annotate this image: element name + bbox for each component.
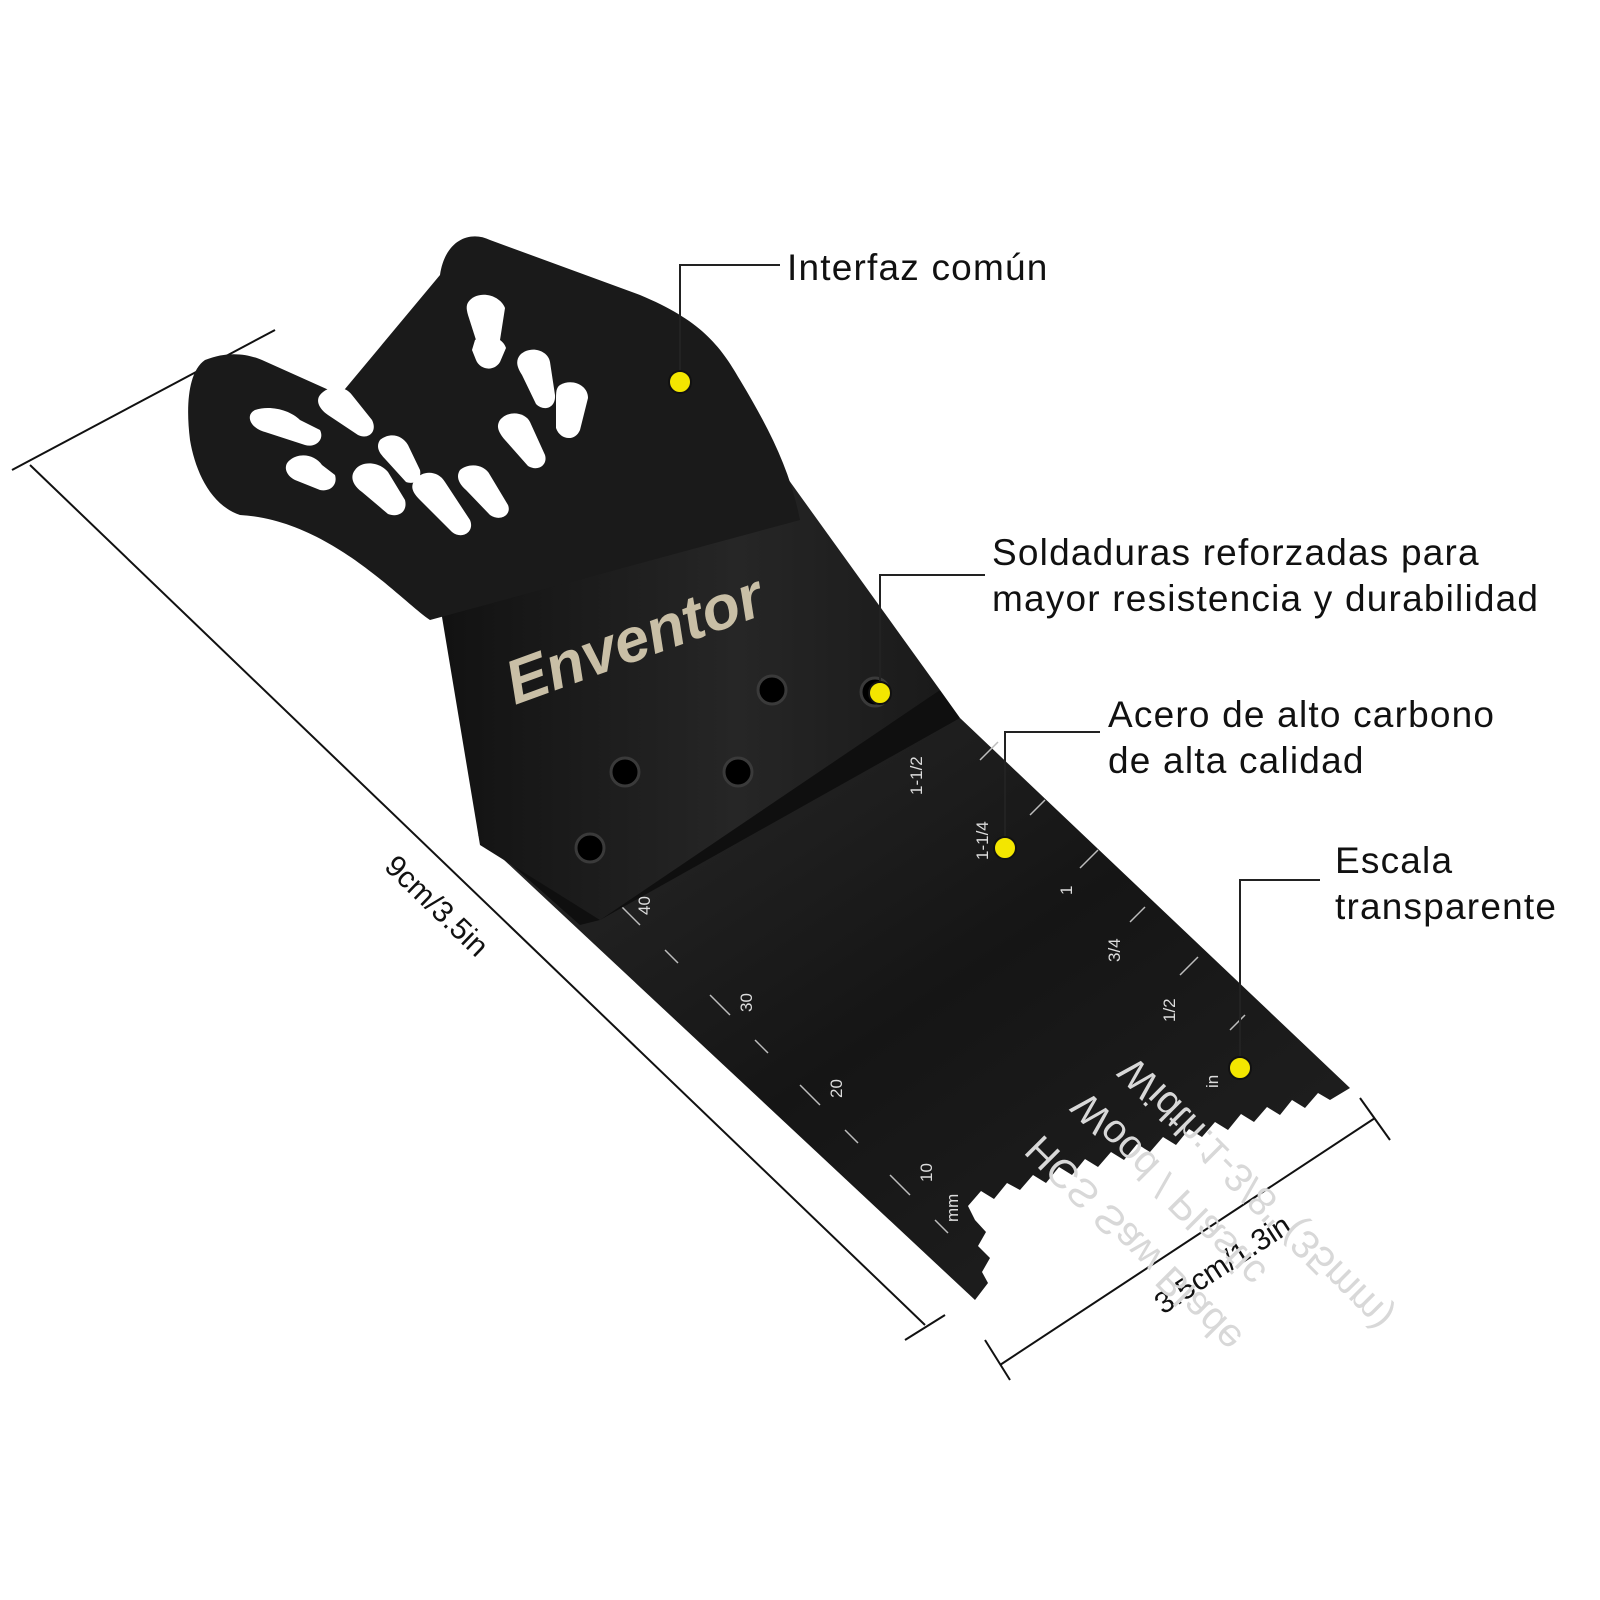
blade-body — [488, 718, 1350, 1300]
metric-label-30: 30 — [737, 993, 756, 1012]
inch-label-1-1-2: 1-1/2 — [907, 756, 926, 795]
callout-steel-line1: Acero de alto carbono — [1108, 694, 1496, 735]
callout-steel: Acero de alto carbono de alta calidad — [1108, 692, 1495, 784]
callout-markers — [668, 370, 1252, 1080]
callout-interface: Interfaz común — [787, 245, 1049, 291]
callout-welds: Soldaduras reforzadas para mayor resiste… — [992, 530, 1539, 622]
callout-scale-line1: Escala — [1335, 840, 1454, 881]
callout-steel-line2: de alta calidad — [1108, 740, 1365, 781]
marker-steel — [993, 836, 1017, 860]
inch-label-3-4: 3/4 — [1105, 938, 1124, 962]
mount-plate: Enventor — [188, 236, 960, 925]
marker-scale — [1228, 1056, 1252, 1080]
callout-scale-line2: transparente — [1335, 886, 1558, 927]
callout-welds-line1: Soldaduras reforzadas para — [992, 532, 1480, 573]
star-cutout — [249, 294, 588, 536]
interface-head — [188, 236, 800, 620]
metric-label-40: 40 — [635, 896, 654, 915]
inch-label-1: 1 — [1057, 886, 1076, 895]
leader-lines — [679, 264, 1320, 1068]
inch-label-1-1-4: 1-1/4 — [973, 821, 992, 860]
inch-label-in: in — [1203, 1075, 1222, 1088]
callout-interface-line1: Interfaz común — [787, 247, 1049, 288]
metric-label-20: 20 — [827, 1079, 846, 1098]
inch-label-1-2: 1/2 — [1160, 998, 1179, 1022]
callout-scale: Escala transparente — [1335, 838, 1557, 930]
callout-welds-line2: mayor resistencia y durabilidad — [992, 578, 1540, 619]
marker-interface — [668, 370, 692, 394]
scale-ticks — [619, 741, 1246, 1234]
metric-label-10: 10 — [917, 1163, 936, 1182]
metric-label-mm: mm — [943, 1194, 962, 1222]
marker-welds — [868, 681, 892, 705]
length-label: 9cm/3.5in — [378, 849, 494, 963]
